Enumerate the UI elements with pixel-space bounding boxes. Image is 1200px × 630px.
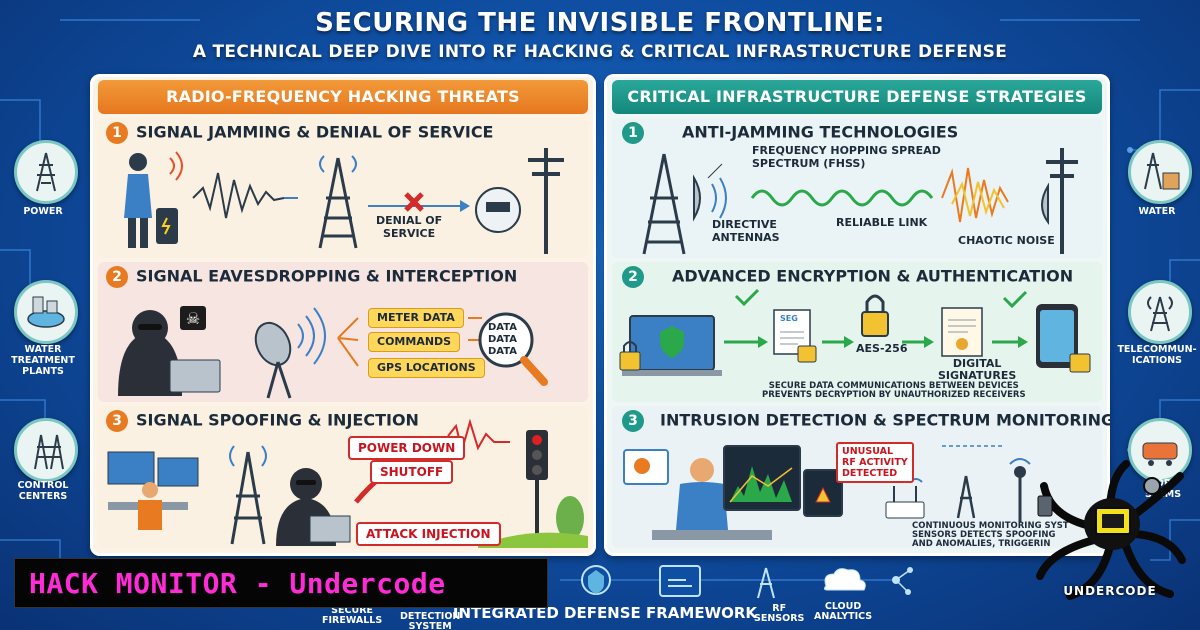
encryption-caption: SECURE DATA COMMUNICATIONS BETWEEN DEVIC… — [762, 381, 1026, 400]
main-title: SECURING THE INVISIBLE FRONTLINE: — [315, 8, 885, 38]
framework-title: INTEGRATED DEFENSE FRAMEWORK — [452, 604, 758, 622]
hack-monitor-text: HACK MONITOR - Undercode — [29, 567, 446, 600]
sub-title: A TECHNICAL DEEP DIVE INTO RF HACKING & … — [192, 42, 1008, 62]
transport-icon — [1128, 418, 1192, 482]
section-number: 2 — [106, 266, 128, 288]
anti-jamming-illustration — [642, 148, 1078, 255]
side-label-control-centers: CONTROL CENTERS — [17, 480, 69, 502]
undercode-logo — [1036, 460, 1186, 600]
spoof-attack-injection: ATTACK INJECTION — [356, 522, 501, 546]
bottom-label-detection: DETECTION SYSTEM — [400, 611, 461, 630]
svg-text:☠: ☠ — [186, 309, 200, 328]
hack-monitor-banner: HACK MONITOR - Undercode — [14, 558, 548, 608]
encryption-illustration — [619, 288, 1091, 376]
defense-panel: CRITICAL INFRASTRUCTURE DEFENSE STRATEGI… — [604, 74, 1110, 556]
water-icon — [1128, 140, 1192, 204]
bottom-label-firewalls: SECURE FIREWALLS — [322, 605, 383, 626]
bottom-label-rf-sensors: RF SENSORS — [754, 603, 805, 624]
spoof-command-shutoff: SHUTOFF — [370, 460, 454, 484]
side-label-water-treatment: WATER TREATMENT PLANTS — [11, 344, 75, 377]
threats-panel-header: RADIO-FREQUENCY HACKING THREATS — [98, 80, 588, 114]
section-number: 2 — [622, 266, 644, 288]
spoof-command-power-down: POWER DOWN — [348, 436, 466, 460]
doc-seg-label: SEG — [780, 314, 798, 323]
section-number: 3 — [622, 410, 644, 432]
undercode-logo-text: UNDERCODE — [1063, 584, 1157, 598]
spoofing-illustration — [107, 418, 588, 548]
section-number: 3 — [106, 410, 128, 432]
aes-256-label: AES-256 — [856, 342, 908, 355]
chaotic-noise-label: CHAOTIC NOISE — [958, 234, 1055, 247]
side-label-power: POWER — [23, 206, 63, 217]
power-icon — [14, 140, 78, 204]
control-centers-icon — [14, 418, 78, 482]
defense-panel-header: CRITICAL INFRASTRUCTURE DEFENSE STRATEGI… — [612, 80, 1102, 114]
jamming-illustration — [124, 148, 564, 254]
intercepted-item-gps: GPS LOCATIONS — [368, 358, 485, 378]
water-treatment-icon — [14, 280, 78, 344]
framework-icons — [581, 565, 913, 599]
side-label-telecommunications: TELECOMMUN- ICATIONS — [1117, 344, 1197, 366]
monitoring-illustration — [623, 445, 1031, 540]
eavesdropping-illustration: ☠ — [118, 306, 548, 399]
side-label-water: WATER — [1138, 206, 1176, 217]
telecommunications-icon — [1128, 280, 1192, 344]
bottom-label-cloud-analytics: CLOUD ANALYTICS — [814, 601, 873, 622]
intercepted-item-commands: COMMANDS — [368, 332, 461, 352]
reliable-link-label: RELIABLE LINK — [836, 216, 928, 229]
intercepted-item-meter-data: METER DATA — [368, 308, 464, 328]
section-number: 1 — [622, 122, 644, 144]
section-number: 1 — [106, 122, 128, 144]
